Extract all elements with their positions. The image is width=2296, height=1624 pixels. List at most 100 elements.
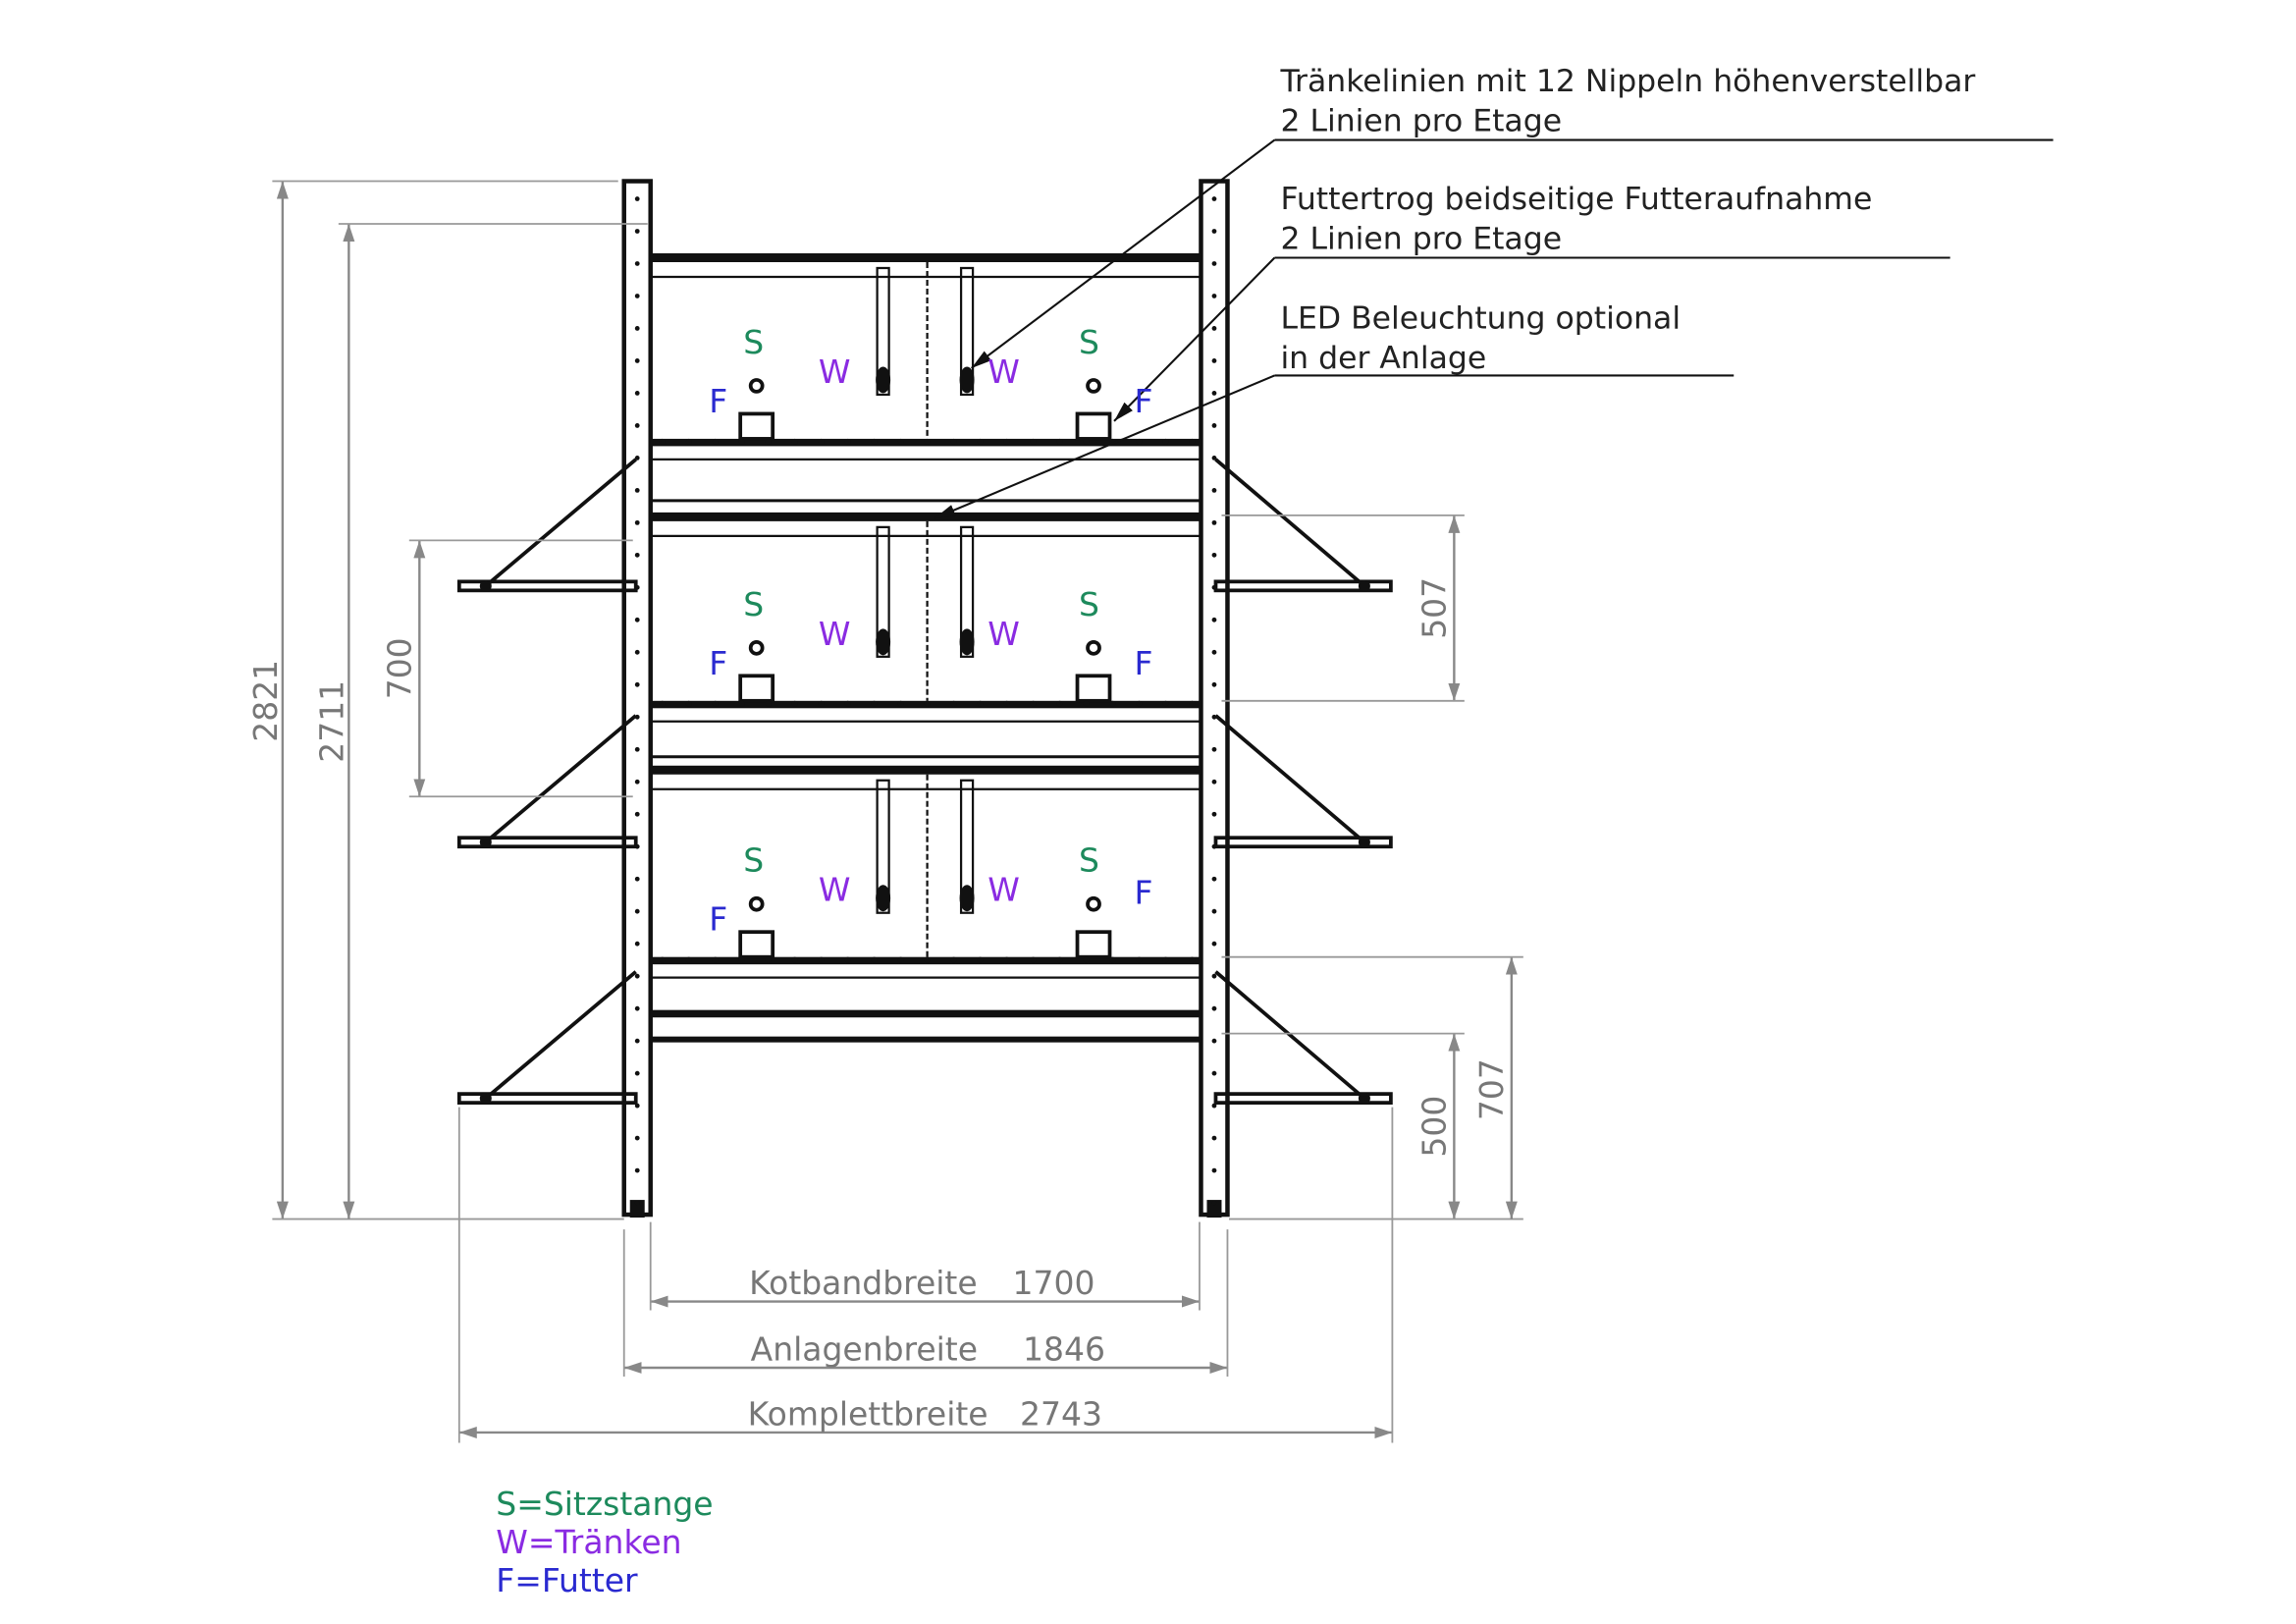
- rail-rivet: [818, 438, 825, 445]
- dim-perch-spacing: 700: [380, 637, 418, 699]
- post-hole: [1211, 908, 1217, 914]
- cell-label-w: W: [819, 352, 851, 391]
- annotation-line: 2 Linien pro Etage: [1280, 221, 1562, 256]
- side-perch-platform: [456, 970, 638, 1105]
- rail-rivet: [924, 700, 931, 707]
- post-hole: [634, 811, 640, 817]
- platform-brace: [1214, 970, 1366, 1101]
- rail-rivet: [1162, 438, 1169, 445]
- rail-rivet: [950, 700, 957, 707]
- rail-rivet: [1030, 700, 1037, 707]
- feed-trough: [1075, 674, 1112, 703]
- drinker-line: [959, 525, 975, 658]
- rail-rivet: [659, 438, 666, 445]
- post-hole: [1211, 519, 1217, 525]
- rail-rivet: [712, 438, 719, 445]
- rail-rivet: [1056, 700, 1063, 707]
- rail-rivet: [1109, 700, 1116, 707]
- rail-rivet: [659, 956, 666, 963]
- rail-rivet: [1003, 438, 1010, 445]
- rail-rivet: [844, 438, 851, 445]
- rail-rivet: [712, 956, 719, 963]
- legend-traenken: W=Tränken: [496, 1523, 681, 1561]
- rail-rivet: [977, 438, 984, 445]
- platform-joint: [479, 1092, 492, 1105]
- post-hole: [1211, 876, 1217, 882]
- post-hole: [1211, 681, 1217, 687]
- platform-joint: [1358, 836, 1370, 848]
- rail-rivet: [1056, 438, 1063, 445]
- perch: [748, 639, 765, 656]
- annotation-feed-trough: Futtertrog beidseitige Futteraufnahme 2 …: [1113, 182, 1950, 422]
- rail-rivet: [1189, 700, 1196, 707]
- post-hole: [1211, 941, 1217, 947]
- post-hole: [634, 229, 640, 234]
- post-hole: [634, 456, 640, 460]
- post-hole: [634, 779, 640, 785]
- rail-rivet: [871, 700, 878, 707]
- tier-top-rail: [650, 252, 1201, 262]
- post-hole: [1211, 1135, 1217, 1141]
- drinker-nipple: [876, 628, 891, 656]
- post-hole: [1211, 423, 1217, 428]
- post-hole: [1211, 261, 1217, 266]
- rail-rivet: [791, 438, 798, 445]
- perch: [748, 895, 765, 912]
- drinker-line: [959, 779, 975, 914]
- rail-rivet: [738, 438, 745, 445]
- post-hole: [634, 487, 640, 493]
- dim-floor-clearance: 500: [1415, 1096, 1453, 1158]
- platform-rail: [456, 836, 638, 849]
- post: [621, 179, 653, 1218]
- platform-brace: [1214, 714, 1366, 844]
- dim-lower-tier-height: 707: [1472, 1058, 1511, 1120]
- post-hole: [634, 1038, 640, 1044]
- annotation-drinker-lines: Tränkelinien mit 12 Nippeln höhenverstel…: [970, 64, 2054, 369]
- tier-top-rail: [650, 765, 1201, 775]
- rail-rivet: [1003, 700, 1010, 707]
- tier-3: [650, 765, 1201, 1018]
- rail-rivet: [1056, 956, 1063, 963]
- tier-2: [650, 512, 1201, 759]
- drinker-nipple: [876, 366, 891, 394]
- post-hole: [1211, 552, 1217, 558]
- post-hole: [634, 714, 640, 720]
- post-hole: [1211, 811, 1217, 817]
- rail-rivet: [685, 956, 692, 963]
- rail-rivet: [924, 438, 931, 445]
- rail-rivet: [791, 700, 798, 707]
- post-hole: [634, 294, 640, 298]
- annotation-line: LED Beleuchtung optional: [1280, 300, 1681, 336]
- tier-top-rail: [650, 512, 1201, 521]
- rail-rivet: [844, 700, 851, 707]
- anlage-label: Anlagenbreite: [751, 1330, 978, 1369]
- cell-label-f: F: [709, 644, 727, 682]
- cell-label-f: F: [1135, 874, 1153, 912]
- side-perch-platform: [1213, 714, 1393, 849]
- rail-rivet: [738, 956, 745, 963]
- post-hole: [634, 519, 640, 525]
- legend: S=Sitzstange W=Tränken F=Futter: [496, 1485, 713, 1599]
- post-hole: [634, 326, 640, 331]
- rail-rivet: [765, 438, 772, 445]
- drinker-nipple: [959, 628, 975, 656]
- post-hole: [1211, 487, 1217, 493]
- post-hole: [634, 617, 640, 623]
- annotation-line: Futtertrog beidseitige Futteraufnahme: [1280, 182, 1872, 217]
- bottom-belt: [650, 1009, 1201, 1018]
- cell-label-s: S: [743, 841, 764, 880]
- platform-joint: [1358, 579, 1370, 592]
- platform-rail: [1213, 1092, 1393, 1105]
- post-hole: [1211, 1167, 1217, 1173]
- platform-joint: [1358, 1092, 1370, 1105]
- post-foot: [629, 1200, 645, 1218]
- post-hole: [634, 423, 640, 428]
- rail-rivet: [791, 956, 798, 963]
- post-hole: [1211, 617, 1217, 623]
- rail-rivet: [685, 438, 692, 445]
- cell-label-f: F: [709, 900, 727, 939]
- rail-rivet: [871, 438, 878, 445]
- drinker-line: [876, 525, 890, 658]
